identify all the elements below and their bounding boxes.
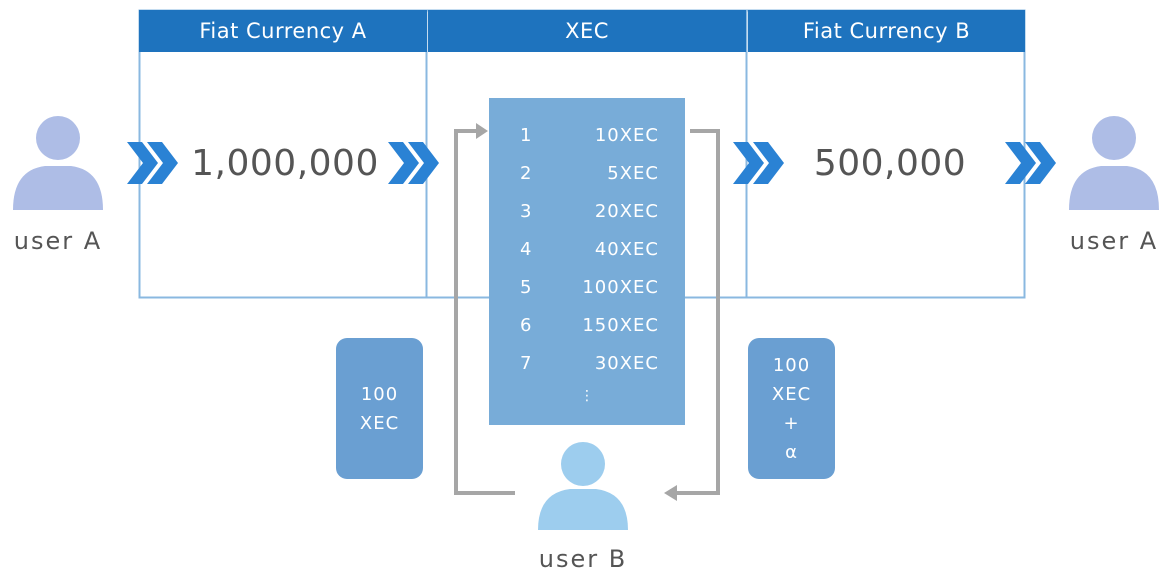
header-fiat-currency-b: Fiat Currency B: [748, 10, 1025, 52]
ledger-row: 1 10XEC: [489, 121, 685, 151]
ledger-ellipsis: ⋮: [580, 388, 594, 404]
ledger-amount: 40XEC: [594, 239, 659, 260]
user-a-left-icon: [13, 116, 103, 210]
chevron-icon-2: [388, 142, 439, 184]
card-right-line1: 100: [772, 354, 811, 376]
chevron-icon-3: [733, 142, 784, 184]
card-right-line3: +: [783, 412, 800, 434]
amount-fiat-a: 1,000,000: [191, 142, 379, 184]
ledger-index: 3: [520, 201, 533, 222]
flow-arrow-left: [454, 129, 515, 495]
chevron-icon-4: [1005, 142, 1056, 184]
ledger-amount: 20XEC: [594, 201, 659, 222]
ledger-row: 3 20XEC: [489, 197, 685, 227]
card-left-line1: 100: [360, 383, 399, 405]
arrow-head-left-icon: [476, 123, 488, 139]
header-xec: XEC: [428, 10, 746, 52]
chevron-icon-1: [127, 142, 178, 184]
card-right-line2: XEC: [771, 383, 812, 405]
ledger-row: 5 100XEC: [489, 273, 685, 303]
ledger-index: 1: [520, 125, 533, 146]
user-b-icon: [538, 442, 628, 530]
xec-card-right: 100 XEC + α: [748, 338, 835, 479]
user-a-right-label: user A: [1069, 227, 1159, 255]
ledger-index: 2: [520, 163, 533, 184]
ledger-index: 4: [520, 239, 533, 260]
ledger-amount: 30XEC: [594, 353, 659, 374]
flow-arrow-right: [676, 129, 720, 495]
ledger-index: 5: [520, 277, 533, 298]
ledger-index: 7: [520, 353, 533, 374]
header-fiat-currency-a: Fiat Currency A: [139, 10, 427, 52]
arrow-head-right-icon: [664, 485, 677, 501]
ledger-row: 4 40XEC: [489, 235, 685, 265]
ledger-row: 6 150XEC: [489, 311, 685, 341]
ledger-row: 7 30XEC: [489, 349, 685, 379]
xec-ledger: 1 10XEC 2 5XEC 3 20XEC 4 40XEC 5 100XEC …: [489, 98, 685, 425]
user-a-right-icon: [1069, 116, 1159, 210]
ledger-amount: 100XEC: [582, 277, 659, 298]
card-left-line2: XEC: [359, 412, 400, 434]
ledger-index: 6: [520, 315, 533, 336]
xec-card-left: 100 XEC: [336, 338, 423, 479]
user-b-label: user B: [538, 545, 628, 573]
ledger-amount: 5XEC: [607, 163, 659, 184]
ledger-amount: 150XEC: [582, 315, 659, 336]
card-right-line4: α: [785, 441, 798, 463]
ledger-row: 2 5XEC: [489, 159, 685, 189]
amount-fiat-b: 500,000: [813, 142, 967, 184]
user-a-left-label: user A: [13, 227, 103, 255]
ledger-amount: 10XEC: [594, 125, 659, 146]
